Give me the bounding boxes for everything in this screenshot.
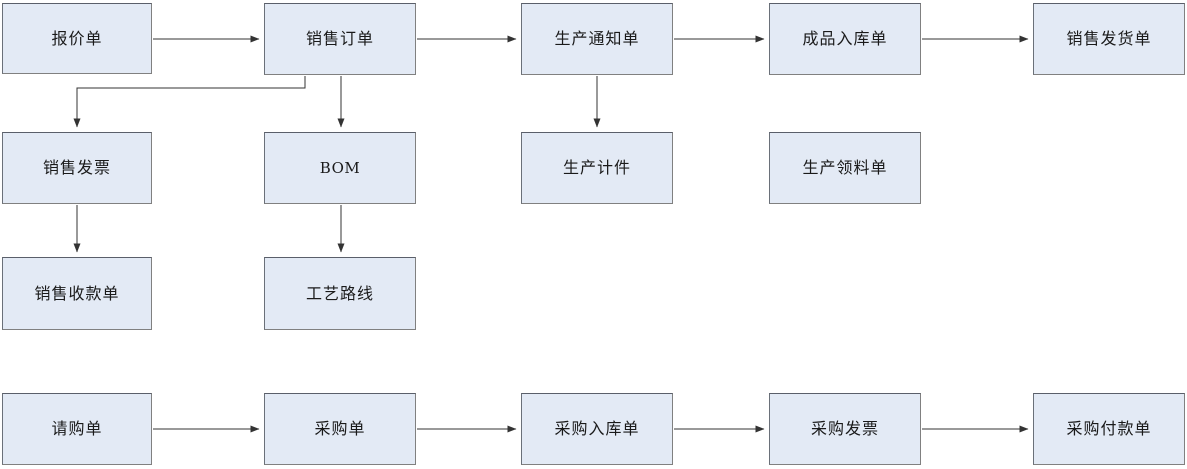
node-sales-order[interactable]: 销售订单: [264, 3, 416, 75]
node-purchase-order[interactable]: 采购单: [264, 393, 416, 465]
node-label-purchase-payment: 采购付款单: [1066, 419, 1152, 438]
node-label-purchase-receipt: 采购入库单: [554, 419, 640, 438]
node-label-purchase-order: 采购单: [314, 419, 366, 438]
node-label-production-notice: 生产通知单: [554, 29, 640, 48]
node-label-bom: BOM: [319, 158, 361, 177]
node-quotation[interactable]: 报价单: [2, 3, 152, 74]
node-label-sales-delivery: 销售发货单: [1066, 29, 1152, 48]
node-purchase-invoice[interactable]: 采购发票: [769, 393, 921, 465]
node-sales-receipt[interactable]: 销售收款单: [2, 257, 152, 330]
node-label-sales-receipt: 销售收款单: [34, 283, 120, 303]
node-purchase-request[interactable]: 请购单: [2, 393, 152, 465]
node-material-requisition[interactable]: 生产领料单: [769, 132, 921, 204]
node-label-production-piece: 生产计件: [562, 158, 631, 177]
node-label-purchase-invoice: 采购发票: [810, 419, 879, 438]
node-label-process-route: 工艺路线: [305, 283, 374, 303]
node-label-purchase-request: 请购单: [51, 419, 103, 438]
node-production-notice[interactable]: 生产通知单: [521, 3, 673, 75]
node-label-quotation: 报价单: [51, 28, 103, 48]
node-sales-delivery[interactable]: 销售发货单: [1033, 3, 1185, 75]
edge-sales-order-to-sales-invoice: [73, 76, 306, 128]
node-purchase-payment[interactable]: 采购付款单: [1033, 393, 1185, 465]
edges-group: [73, 35, 1029, 433]
node-fg-receipt[interactable]: 成品入库单: [769, 3, 921, 75]
node-bom[interactable]: BOM: [264, 132, 416, 204]
node-purchase-receipt[interactable]: 采购入库单: [521, 393, 673, 465]
node-label-fg-receipt: 成品入库单: [802, 29, 888, 48]
node-production-piece[interactable]: 生产计件: [521, 132, 673, 204]
node-process-route[interactable]: 工艺路线: [264, 257, 416, 330]
node-label-sales-order: 销售订单: [305, 29, 374, 48]
node-label-sales-invoice: 销售发票: [42, 158, 111, 177]
node-label-material-requisition: 生产领料单: [802, 158, 888, 177]
node-sales-invoice[interactable]: 销售发票: [2, 132, 152, 204]
